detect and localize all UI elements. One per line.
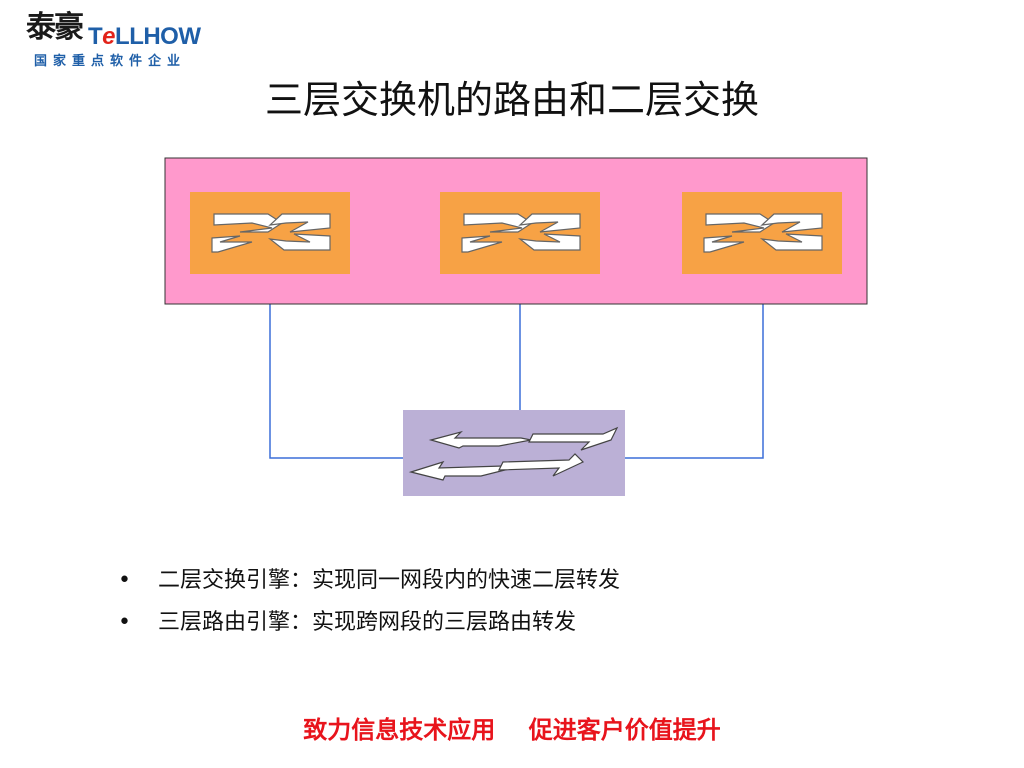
slide-title: 三层交换机的路由和二层交换 (264, 78, 759, 122)
logo-chinese-name: 泰豪 (26, 10, 84, 45)
logo-brand-accent: e (102, 23, 116, 50)
logo-brand-prefix: T (88, 23, 103, 50)
bullet-list: • 二层交换引擎：实现同一网段内的快速二层转发 • 三层路由引擎：实现跨网段的三… (118, 560, 620, 644)
logo-brand-suffix: LLHOW (115, 23, 201, 50)
logo-brand-name: TeLLHOW (88, 24, 201, 50)
bullet-item: • 二层交换引擎：实现同一网段内的快速二层转发 (118, 560, 620, 602)
logo-tagline: 国家重点软件企业 (34, 54, 187, 69)
bullet-marker: • (118, 568, 131, 593)
bullet-text: 三层路由引擎：实现跨网段的三层路由转发 (158, 610, 577, 635)
switch-module-2 (440, 192, 600, 274)
switch-module-3 (682, 192, 842, 274)
link-right (624, 274, 764, 459)
link-left (269, 274, 405, 459)
l2-switch (403, 410, 625, 496)
company-logo: 泰豪 TeLLHOW 国家重点软件企业 (26, 8, 211, 74)
bullet-item: • 三层路由引擎：实现跨网段的三层路由转发 (118, 602, 620, 644)
network-diagram (164, 157, 868, 496)
footer-slogan: 致力信息技术应用 促进客户价值提升 (303, 716, 721, 744)
switch-module-1 (190, 192, 350, 274)
bullet-text: 二层交换引擎：实现同一网段内的快速二层转发 (158, 568, 621, 593)
bullet-marker: • (118, 610, 131, 635)
